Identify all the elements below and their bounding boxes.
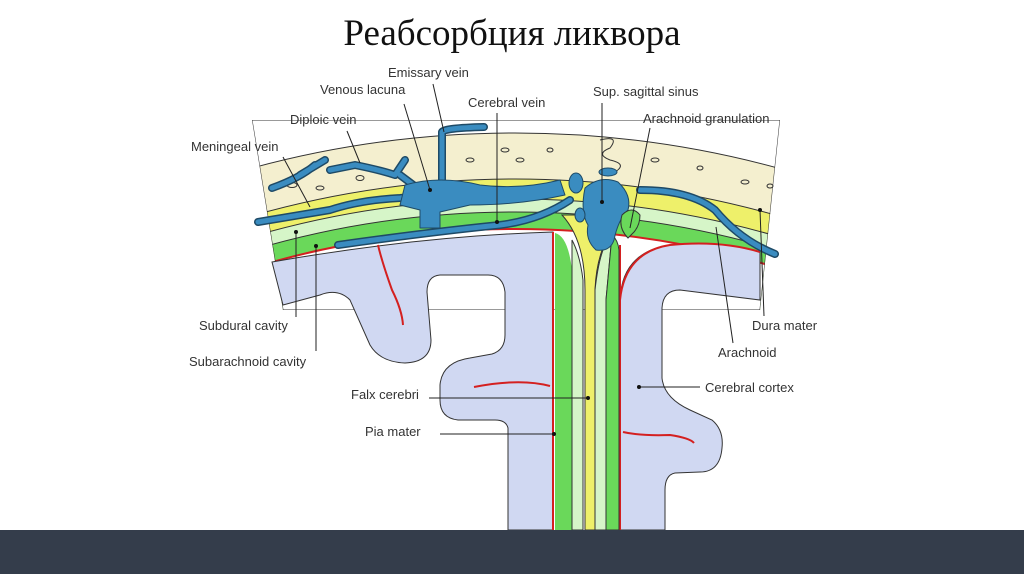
leader-lines: [282, 83, 765, 435]
label-subdural-cavity: Subdural cavity: [199, 318, 288, 333]
label-arachnoid: Arachnoid: [718, 345, 777, 360]
label-meningeal-vein: Meningeal vein: [191, 139, 278, 154]
pia-lines: [377, 232, 761, 530]
slide-title: Реабсорбция ликвора: [343, 13, 681, 54]
label-emissary-vein: Emissary vein: [388, 65, 469, 80]
label-venous-lacuna: Venous lacuna: [320, 82, 406, 97]
falx-cerebri-region: [555, 214, 627, 531]
veins: [254, 123, 779, 258]
leader-dots: [294, 188, 762, 436]
sup-sagittal-sinus: [582, 179, 630, 251]
left-hemisphere: [271, 231, 554, 531]
footer-bar: [0, 530, 1024, 574]
label-cerebral-vein: Cerebral vein: [468, 95, 545, 110]
label-falx-cerebri: Falx cerebri: [351, 387, 419, 402]
label-cerebral-cortex: Cerebral cortex: [705, 380, 794, 395]
label-sup-sagittal-sinus: Sup. sagittal sinus: [593, 84, 699, 99]
venous-lacuna: [399, 179, 566, 229]
label-subarachnoid-cavity: Subarachnoid cavity: [189, 354, 307, 369]
label-diploic-vein: Diploic vein: [290, 112, 356, 127]
label-arachnoid-granulation: Arachnoid granulation: [643, 111, 769, 126]
label-pia-mater: Pia mater: [365, 424, 421, 439]
label-dura-mater: Dura mater: [752, 318, 818, 333]
